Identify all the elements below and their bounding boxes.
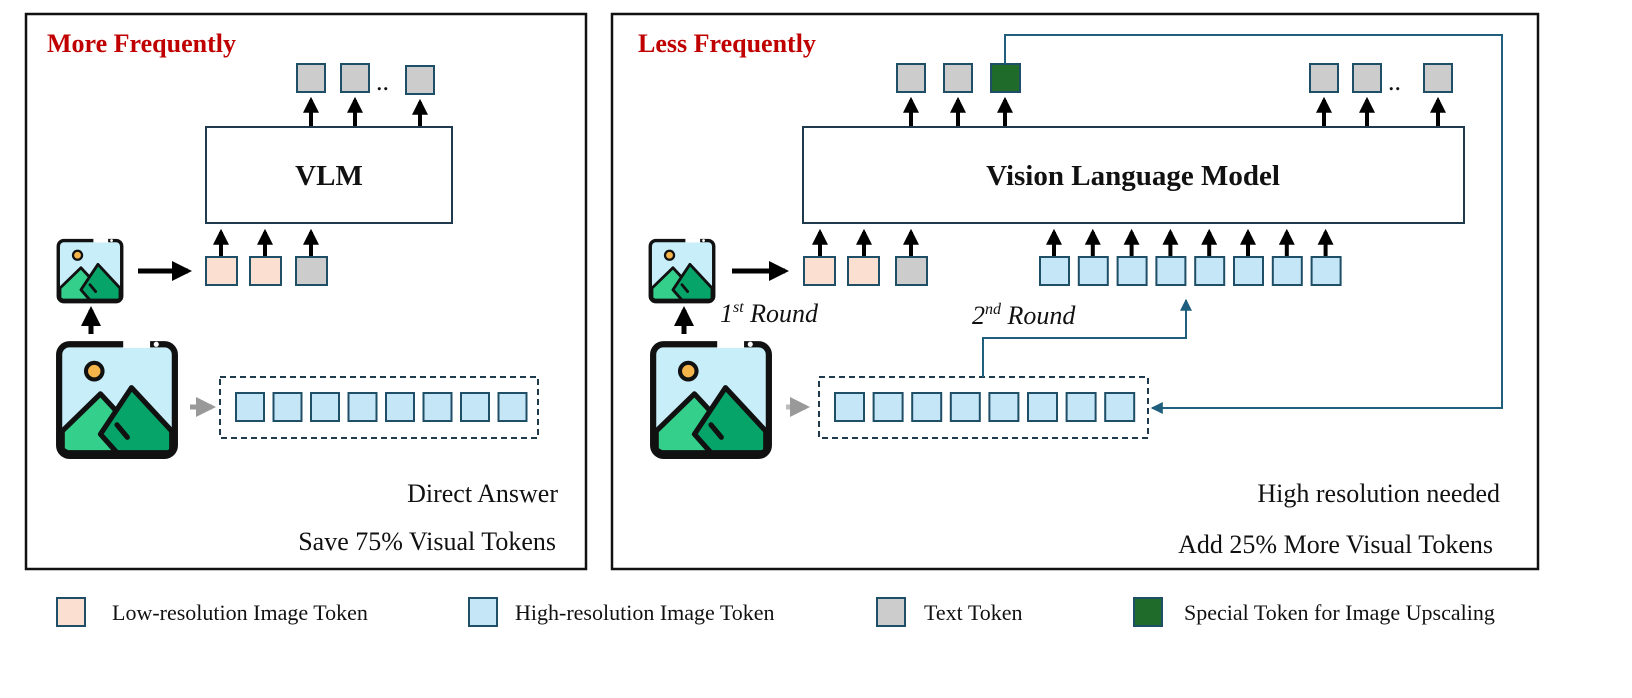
high-res-token [911,392,943,422]
high-res-token [1077,256,1109,286]
vision-language-model-box [802,126,1465,224]
vlm-box [205,126,453,224]
high-res-token [1155,256,1187,286]
output-text-token [896,63,926,93]
output-text-token [1352,63,1382,93]
left-note-save-tokens: Save 75% Visual Tokens [298,527,556,556]
legend-swatch-special [1133,597,1163,627]
text-token [295,256,328,286]
right-panel-title: Less Frequently [638,29,816,58]
output-text-token [1309,63,1339,93]
low-res-image-icon [648,237,716,304]
special-upscale-token [990,63,1021,93]
second-round-high-res-tokens [1039,228,1342,286]
output-text-token [340,63,370,93]
second-round-connector [982,298,1192,377]
low-res-token [803,256,836,286]
first-round-label: 1st Round [720,299,819,328]
high-res-token [460,392,490,422]
right-note-add-tokens: Add 25% More Visual Tokens [1178,530,1493,559]
ellipsis: .. [376,67,389,96]
legend-swatch-text [876,597,906,627]
high-res-token [872,392,904,422]
high-res-token-bank [235,392,528,422]
legend-swatch-high-res [468,597,498,627]
high-res-token [1233,256,1264,286]
output-text-token [943,63,973,93]
ellipsis: .. [1388,67,1401,96]
high-res-token [834,392,865,422]
high-res-token [1104,392,1136,422]
high-res-token [1310,256,1342,286]
high-res-token [1027,392,1058,422]
upscale-trigger-connector [1004,34,1503,414]
legend-label-high-res: High-resolution Image Token [515,600,775,625]
high-res-token [1194,256,1226,286]
output-text-token [296,63,326,93]
high-res-token [385,392,415,422]
text-token [895,256,928,286]
high-res-image-icon [653,342,769,456]
high-res-token [1065,392,1097,422]
vision-language-model-label: Vision Language Model [986,160,1280,192]
high-res-token [1116,256,1148,286]
high-res-token [422,392,453,422]
output-text-token [405,65,435,95]
high-res-token [347,392,378,422]
vlm-label: VLM [295,160,363,192]
legend-label-text: Text Token [924,600,1023,625]
legend-label-special: Special Token for Image Upscaling [1184,600,1495,625]
second-round-label: 2nd Round [972,301,1076,330]
high-res-token [497,392,528,422]
high-res-token [1039,256,1070,286]
low-res-token [847,256,880,286]
high-res-token-bank [834,392,1136,422]
right-panel: Less Frequently .. Vision Language Model [610,12,1540,571]
low-res-token [205,256,238,286]
low-res-image-icon [56,237,124,304]
high-res-image-icon [59,342,175,456]
legend-label-low-res: Low-resolution Image Token [112,600,368,625]
cached-high-res-tokens [219,376,539,439]
high-res-token [235,392,265,422]
high-res-token [310,392,340,422]
high-res-token [988,392,1020,422]
left-panel: More Frequently .. VLM Direct Answer Sav… [24,12,588,571]
left-panel-title: More Frequently [47,29,236,58]
high-res-token [1271,256,1303,286]
right-note-high-res: High resolution needed [1257,479,1500,508]
legend: Low-resolution Image Token High-resoluti… [56,597,1495,627]
low-res-token [249,256,282,286]
high-res-token [272,392,303,422]
high-res-token [949,392,981,422]
output-text-token [1423,63,1453,93]
left-note-direct-answer: Direct Answer [407,479,558,508]
right-panel-frame [610,12,1540,571]
cached-high-res-tokens [818,376,1149,439]
legend-swatch-low-res [56,597,86,627]
